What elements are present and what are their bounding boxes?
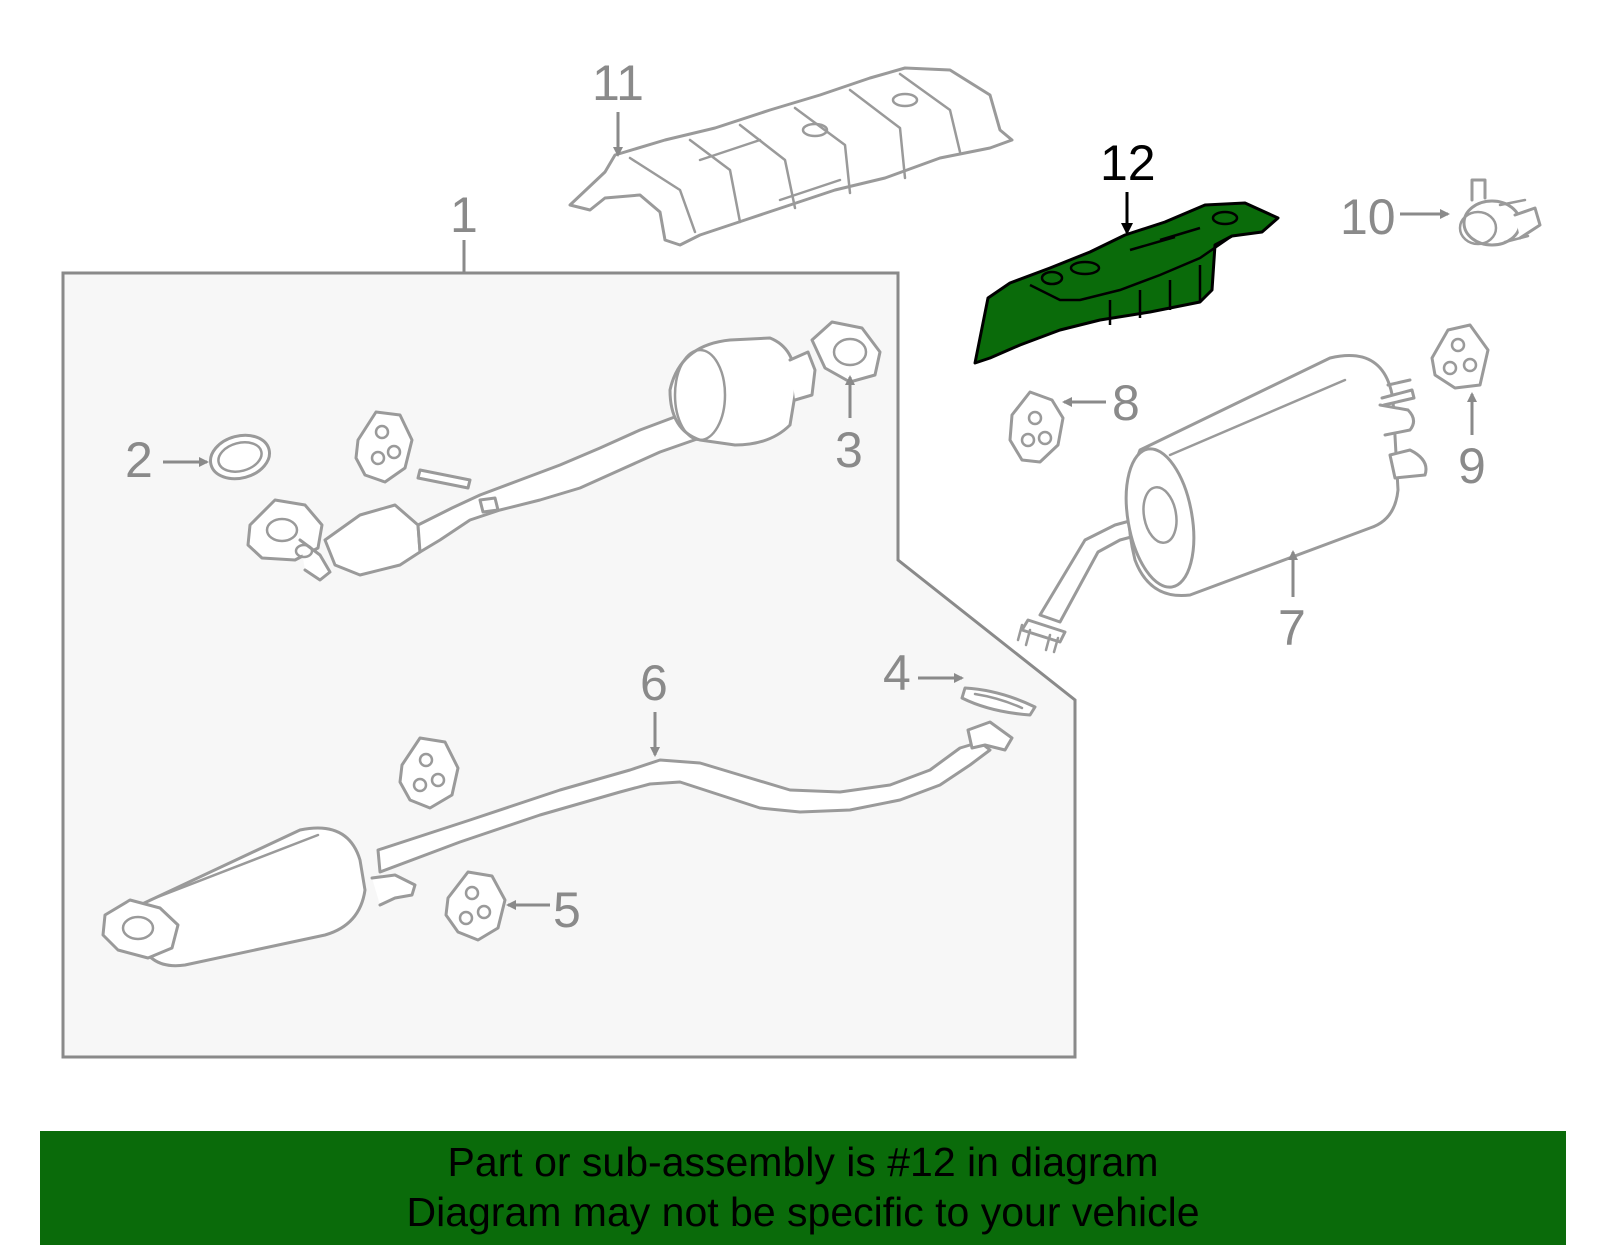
part-11-upper-heat-shield — [568, 66, 1014, 247]
part-12-heat-shield-highlighted — [973, 201, 1280, 365]
callout-11: 11 — [592, 55, 644, 111]
part-5-hanger — [444, 870, 507, 942]
callout-12: 12 — [1100, 135, 1156, 191]
part-8-hanger — [1008, 390, 1065, 464]
part-10-clamp — [1458, 178, 1542, 247]
part-4-gasket — [960, 686, 1037, 717]
callout-5: 5 — [553, 882, 581, 938]
callout-7: 7 — [1278, 600, 1306, 656]
callout-1: 1 — [450, 187, 478, 243]
part-9-hanger — [1430, 323, 1490, 390]
banner-line-2: Diagram may not be specific to your vehi… — [406, 1189, 1200, 1235]
callout-6: 6 — [640, 655, 668, 711]
callout-3: 3 — [835, 422, 863, 478]
hanger-upper — [354, 410, 414, 484]
front-pipe-catalytic-converter — [246, 336, 817, 582]
callout-10: 10 — [1340, 189, 1396, 245]
callout-9: 9 — [1458, 438, 1486, 494]
part-7-rear-muffler — [1016, 354, 1428, 654]
part-3-gasket — [810, 320, 882, 384]
part-2-gasket — [209, 433, 271, 481]
callout-4: 4 — [883, 645, 911, 701]
callout-2: 2 — [125, 432, 153, 488]
info-banner: Part or sub-assembly is #12 in diagram D… — [40, 1131, 1566, 1245]
part-6-intermediate-pipe — [101, 720, 1014, 968]
hanger-middle — [398, 736, 460, 810]
banner-line-1: Part or sub-assembly is #12 in diagram — [447, 1139, 1159, 1185]
callout-8: 8 — [1112, 375, 1140, 431]
